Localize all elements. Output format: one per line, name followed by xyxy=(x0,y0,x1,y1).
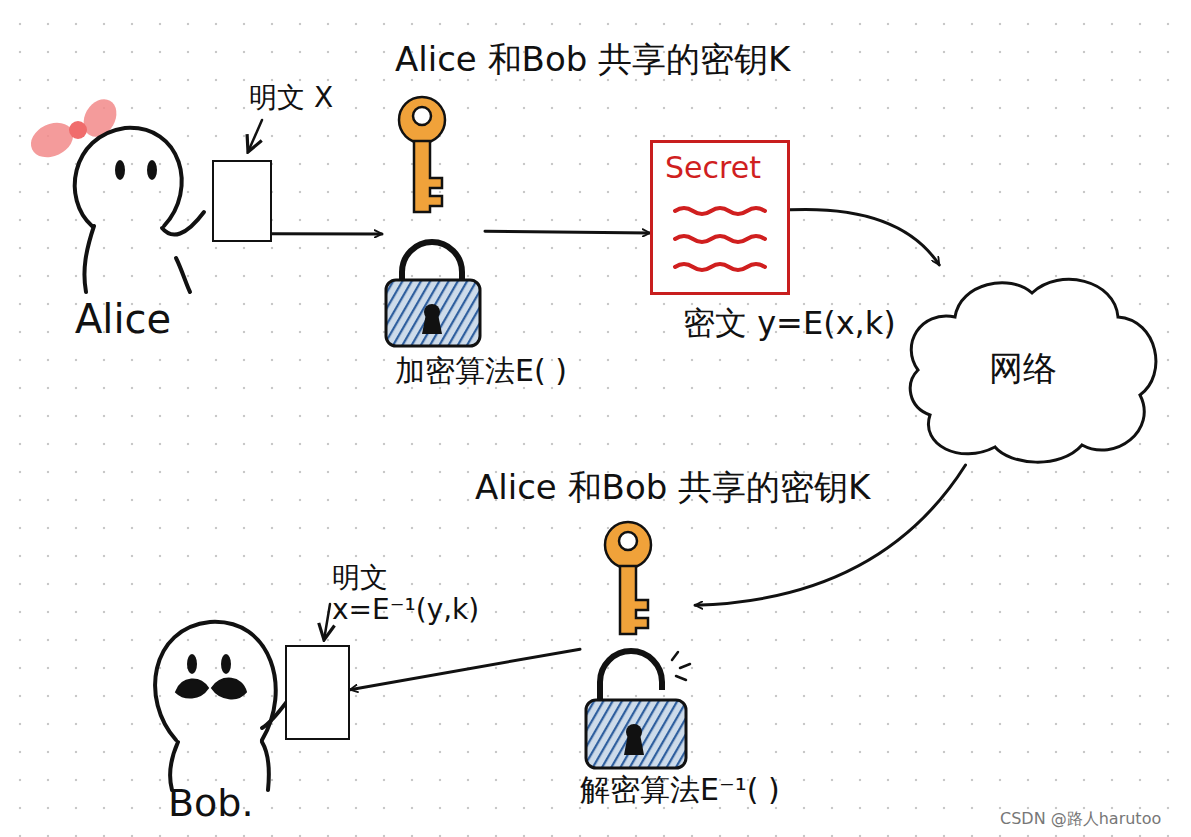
alice-figure xyxy=(25,93,204,292)
node-text: 密文 y=E(x,k) xyxy=(683,305,896,342)
key-symbol xyxy=(619,532,637,550)
person-name: Bob. xyxy=(168,782,254,826)
flow-arrow xyxy=(485,231,650,233)
alice-figure xyxy=(84,226,94,292)
bob-figure xyxy=(155,622,276,740)
flow-arrow xyxy=(790,209,939,265)
secret-scribble xyxy=(675,264,765,270)
alice-figure xyxy=(115,160,125,180)
open-lock-symbol xyxy=(672,652,690,680)
key-symbol xyxy=(399,97,445,143)
open-lock-symbol xyxy=(586,700,686,768)
alice-figure xyxy=(75,128,182,226)
alice-figure xyxy=(69,121,87,139)
plaintext-document: 明文 X xyxy=(212,160,272,242)
leader-arrow xyxy=(248,120,262,152)
node-text: 加密算法E( ) xyxy=(395,354,567,389)
decryption-lock: Alice 和Bob 共享的密钥K解密算法E⁻¹( ) xyxy=(580,515,695,773)
bob-figure xyxy=(212,679,246,699)
key-symbol xyxy=(413,107,431,125)
node-text: Alice 和Bob 共享的密钥K xyxy=(475,468,870,507)
alice-figure xyxy=(176,258,190,292)
bob-figure xyxy=(187,654,197,674)
lock-symbol xyxy=(386,280,480,346)
key-symbol xyxy=(605,522,651,568)
ciphertext-document: Secret密文 y=E(x,k) xyxy=(650,140,790,295)
flow-arrow xyxy=(350,649,580,689)
open-lock-symbol xyxy=(624,734,644,755)
key-symbol xyxy=(620,566,648,634)
node-text: 解密算法E⁻¹( ) xyxy=(580,773,780,808)
bob-figure xyxy=(176,679,208,697)
alice-figure xyxy=(162,212,204,235)
lock-symbol xyxy=(386,242,480,346)
key-symbol xyxy=(414,141,442,212)
bob-figure xyxy=(221,654,231,674)
bob-figure xyxy=(155,622,288,790)
watermark: CSDN @路人harutoo xyxy=(1000,810,1161,828)
secret-scribble xyxy=(675,208,765,214)
node-text: Alice 和Bob 共享的密钥K xyxy=(395,40,790,79)
doc-scribbles xyxy=(224,178,333,712)
leader-arrow xyxy=(324,604,330,640)
key-symbol xyxy=(399,97,445,212)
lock-symbol xyxy=(422,314,442,334)
node-text: 明文 X xyxy=(249,82,333,114)
secret-scribble xyxy=(675,236,765,242)
encryption-lock: Alice 和Bob 共享的密钥K加密算法E( ) xyxy=(382,92,485,350)
person-name: Alice xyxy=(75,296,171,342)
key-symbol xyxy=(605,522,651,634)
plaintext-document: 明文 x=E⁻¹(y,k) xyxy=(285,645,350,740)
node-text: Secret xyxy=(665,151,761,186)
network-cloud: 网络 xyxy=(900,265,1162,465)
open-lock-symbol xyxy=(586,651,690,768)
node-text: 明文 x=E⁻¹(y,k) xyxy=(332,562,507,626)
alice-figure xyxy=(147,160,157,180)
flow-arrow xyxy=(272,232,382,235)
cloud-outline xyxy=(910,279,1156,462)
node-text: 网络 xyxy=(989,349,1057,388)
alice-figure xyxy=(25,116,78,164)
bob-figure xyxy=(262,742,269,790)
